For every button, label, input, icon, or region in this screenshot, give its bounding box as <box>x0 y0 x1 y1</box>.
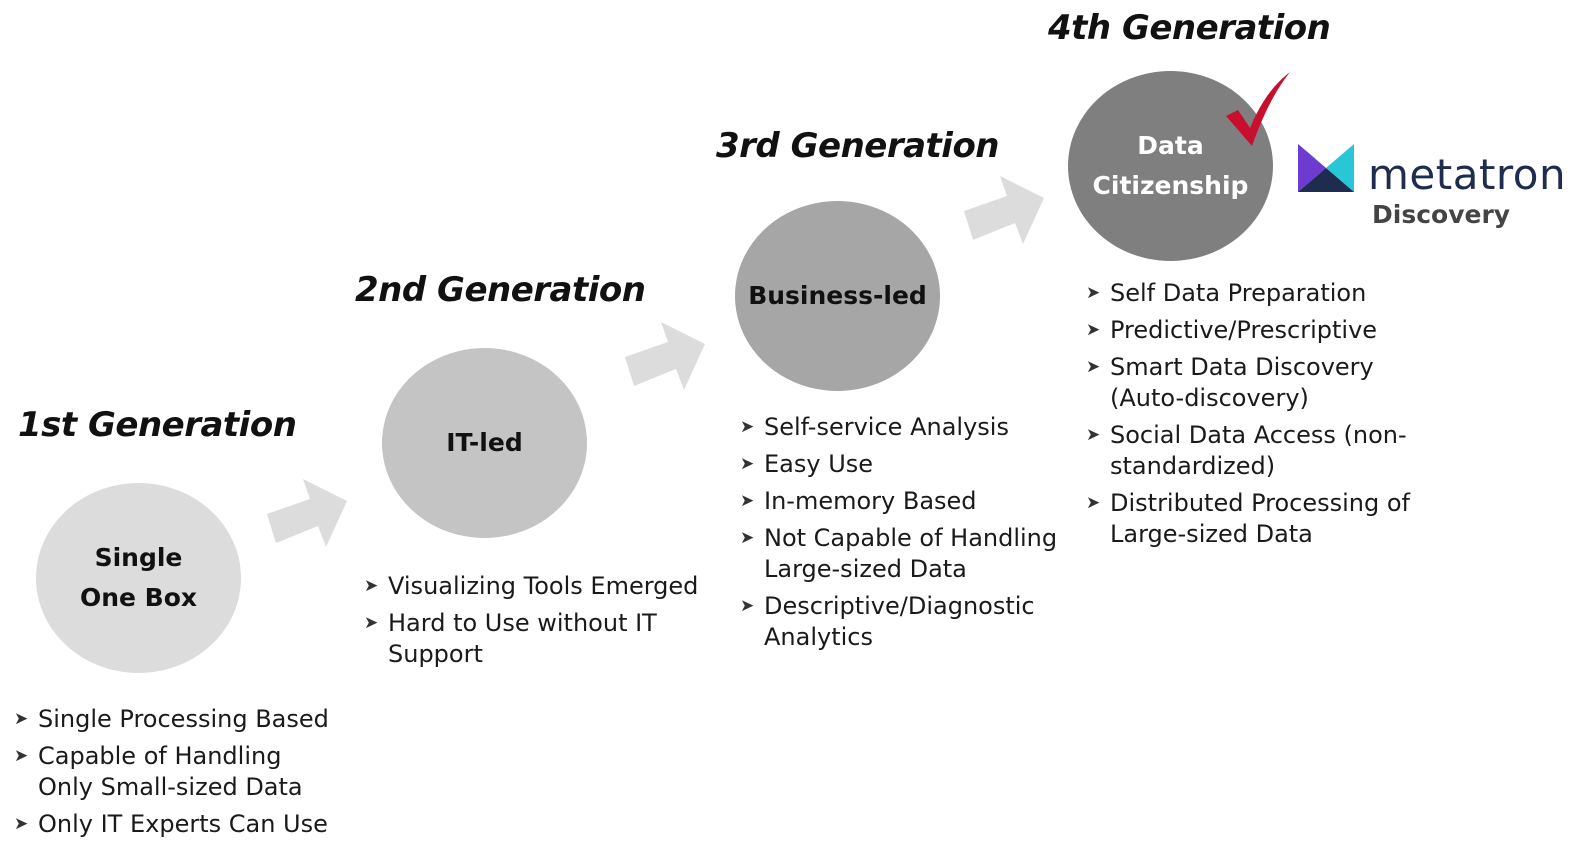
list-item: ➤ Only IT Experts Can Use <box>14 809 329 840</box>
gen-2-title: 2nd Generation <box>355 270 646 310</box>
metatron-logo-icon <box>1298 144 1354 192</box>
gen-1-title: 1st Generation <box>18 405 297 445</box>
list-item: ➤ Social Data Access (non-standardized) <box>1086 420 1410 482</box>
bullet-arrow-icon: ➤ <box>364 613 379 633</box>
bullet-arrow-icon: ➤ <box>1086 283 1101 303</box>
gen-2-circle-line-1: IT-led <box>446 428 523 457</box>
list-item-text: Descriptive/Diagnostic <box>764 592 1035 620</box>
list-item-text: Only Small-sized Data <box>38 773 303 801</box>
gen-1-bullets: ➤ Single Processing Based ➤ Capable of Hand… <box>14 704 329 846</box>
arrow-right-icon <box>625 322 705 390</box>
bullet-arrow-icon: ➤ <box>14 814 29 834</box>
list-item: ➤ Predictive/Prescriptive <box>1086 315 1410 346</box>
list-item-text: Predictive/Prescriptive <box>1110 316 1378 344</box>
list-item-text: Hard to Use without IT <box>388 609 657 637</box>
list-item: ➤ Self Data Preparation <box>1086 278 1410 309</box>
list-item-text: Large-sized Data <box>764 555 967 583</box>
list-item: ➤ Self-service Analysis <box>740 412 1057 443</box>
list-item-text: Distributed Processing of <box>1110 489 1410 517</box>
list-item-text: Self Data Preparation <box>1110 279 1367 307</box>
list-item-text: Support <box>388 640 483 668</box>
bullet-arrow-icon: ➤ <box>14 746 29 766</box>
list-item: ➤ Smart Data Discovery (Auto-discovery) <box>1086 352 1410 414</box>
list-item: ➤ Distributed Processing of Large-sized Da… <box>1086 488 1410 550</box>
bullet-arrow-icon: ➤ <box>1086 320 1101 340</box>
logo-cyan-shape <box>1326 144 1354 192</box>
gen-4-bullets: ➤ Self Data Preparation ➤ Predictive/Prescr… <box>1086 278 1410 556</box>
list-item-text: standardized) <box>1110 452 1276 480</box>
gen-3-circle-line-1: Business-led <box>748 281 927 310</box>
bullet-arrow-icon: ➤ <box>740 596 755 616</box>
bullet-arrow-icon: ➤ <box>1086 425 1101 445</box>
checkmark-icon <box>1226 72 1290 146</box>
list-item: ➤ Hard to Use without IT Support <box>364 608 698 670</box>
arrow-right-icon <box>267 479 347 547</box>
list-item-text: Not Capable of Handling <box>764 524 1058 552</box>
list-item-text: Large-sized Data <box>1110 520 1313 548</box>
list-item-text: Self-service Analysis <box>764 413 1009 441</box>
list-item: ➤ Single Processing Based <box>14 704 329 735</box>
gen-1-circle: Single One Box <box>36 483 241 673</box>
bullet-arrow-icon: ➤ <box>1086 357 1101 377</box>
logo-product: Discovery <box>1372 200 1511 229</box>
logo-navy-shape <box>1298 168 1354 192</box>
gen-4-circle-line-1: Data <box>1137 131 1204 160</box>
arrow-right-icon <box>964 176 1044 244</box>
list-item: ➤ Easy Use <box>740 449 1057 480</box>
gen-3-bullets: ➤ Self-service Analysis ➤ Easy Use ➤ In-memor… <box>740 412 1057 659</box>
list-item-text: In-memory Based <box>764 487 977 515</box>
gen-4-circle: Data Citizenship <box>1068 71 1273 261</box>
list-item-text: Capable of Handling <box>38 742 282 770</box>
gen-2-circle: IT-led <box>382 348 587 538</box>
bullet-arrow-icon: ➤ <box>14 709 29 729</box>
list-item-text: Analytics <box>764 623 873 651</box>
list-item-text: Visualizing Tools Emerged <box>388 572 699 600</box>
gen-1-circle-line-1: Single <box>94 543 183 572</box>
logo-blue-shape <box>1298 144 1326 168</box>
list-item: ➤ In-memory Based <box>740 486 1057 517</box>
list-item-text: (Auto-discovery) <box>1110 384 1309 412</box>
bullet-arrow-icon: ➤ <box>740 454 755 474</box>
bullet-arrow-icon: ➤ <box>740 528 755 548</box>
metatron-logo: metatron Discovery <box>1298 142 1566 237</box>
gen-4-circle-line-2: Citizenship <box>1092 171 1249 200</box>
list-item-text: Single Processing Based <box>38 705 329 733</box>
list-item-text: Only IT Experts Can Use <box>38 810 328 838</box>
gen-3-circle: Business-led <box>735 201 940 391</box>
list-item-text: Easy Use <box>764 450 874 478</box>
gen-1-circle-line-2: One Box <box>79 583 198 612</box>
gen-4-title: 4th Generation <box>1048 8 1331 48</box>
list-item-text: Smart Data Discovery <box>1110 353 1374 381</box>
bullet-arrow-icon: ➤ <box>1086 493 1101 513</box>
bullet-arrow-icon: ➤ <box>740 417 755 437</box>
list-item: ➤ Visualizing Tools Emerged <box>364 571 698 602</box>
logo-purple-shape <box>1298 144 1326 192</box>
list-item-text: Social Data Access (non- <box>1110 421 1407 449</box>
gen-3-title: 3rd Generation <box>716 126 1000 166</box>
checkmark-shape <box>1226 72 1290 146</box>
bullet-arrow-icon: ➤ <box>364 576 379 596</box>
bullet-arrow-icon: ➤ <box>740 491 755 511</box>
gen-2-bullets: ➤ Visualizing Tools Emerged ➤ Hard to Use w… <box>364 571 698 676</box>
logo-wordmark: metatron <box>1368 150 1567 199</box>
